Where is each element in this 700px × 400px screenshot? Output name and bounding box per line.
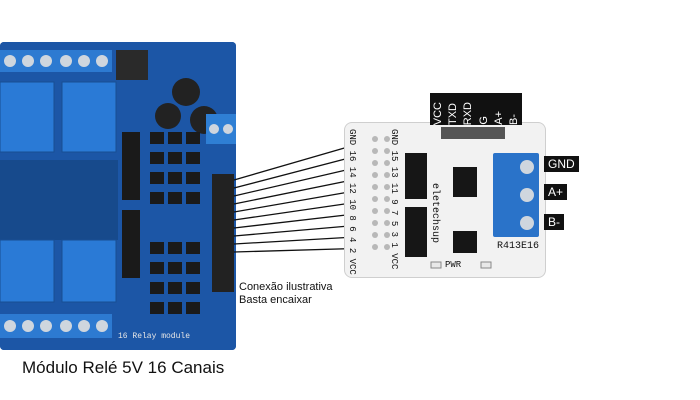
note-line-1: Conexão ilustrativa <box>239 281 333 293</box>
terminal-b-label: B- <box>544 214 564 230</box>
pin-vcc-label: VCC <box>431 101 444 125</box>
pin-b-label: B- <box>508 114 521 125</box>
caption: Módulo Relé 5V 16 Canais <box>22 358 225 377</box>
relay-board: 16 Relay module <box>0 42 236 350</box>
board-name: R413E16 <box>497 241 540 252</box>
header-left-label: GND 16 14 12 10 8 6 4 2 VCC <box>347 129 357 275</box>
terminal-gnd-label: GND <box>544 156 579 172</box>
adapter-board-art <box>372 127 539 269</box>
header-right-label: GND 15 13 11 9 7 5 3 1 VCC <box>389 129 399 270</box>
pwr-label: PWR <box>445 260 462 270</box>
adapter-board: GND 16 14 12 10 8 6 4 2 VCC GND 15 13 11… <box>344 122 546 278</box>
pin-txd-label: TXD <box>446 103 459 125</box>
relay-board-label: 16 Relay module <box>118 332 191 341</box>
pin-a-label: A+ <box>492 111 505 125</box>
note-line-2: Basta encaixar <box>239 294 312 306</box>
pin-rxd-label: RXD <box>462 101 475 125</box>
rs485-pin-labels: VCC TXD RXD G A+ B- <box>430 93 522 125</box>
terminal-a-label: A+ <box>544 184 568 200</box>
brand-label: eletechsup <box>429 183 440 244</box>
relay-board-art <box>0 42 236 350</box>
pin-g-label: G <box>477 116 490 125</box>
